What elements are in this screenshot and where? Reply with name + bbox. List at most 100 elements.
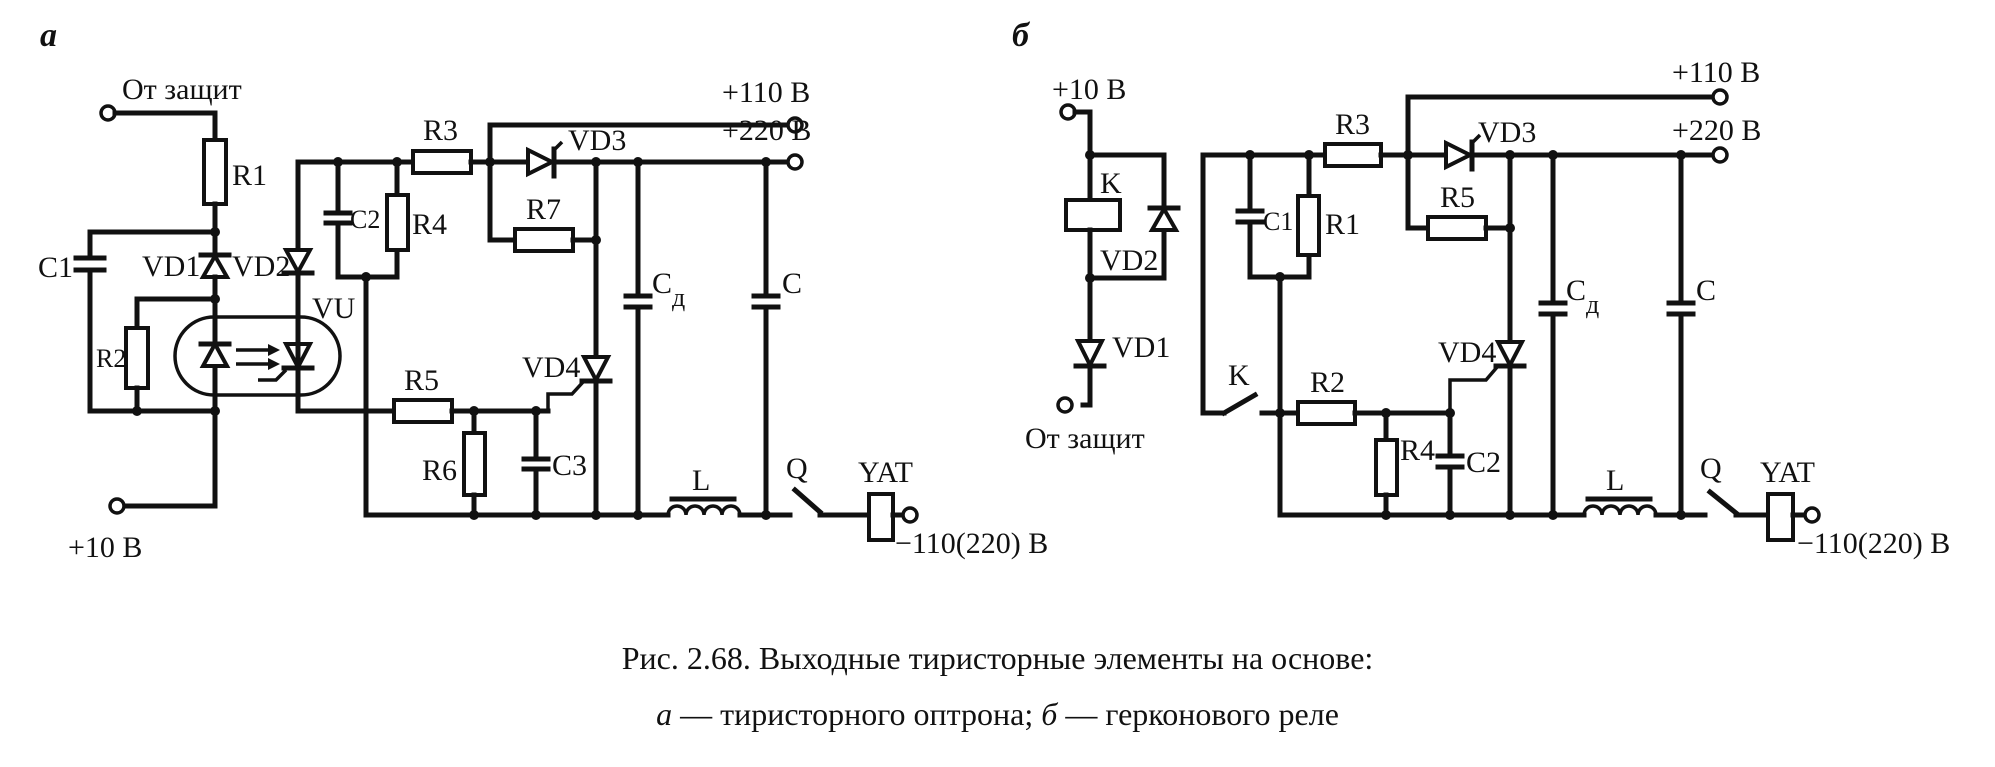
panel-a-r1-label: R1 xyxy=(232,159,267,192)
panel-a-vu-led xyxy=(199,339,231,368)
caption-b-marker: б xyxy=(1041,696,1058,732)
junction xyxy=(132,406,142,416)
panel-a-vd1 xyxy=(199,251,231,279)
junction xyxy=(1275,408,1285,418)
panel-b-r1 xyxy=(1296,194,1321,257)
panel-a: а От защит R1 C1 VD1 R2 xyxy=(38,17,1048,564)
wire xyxy=(295,159,416,414)
panel-b-c-label: C xyxy=(1696,274,1716,307)
panel-b-switch-q xyxy=(1706,488,1740,517)
panel-b-reed-contact-k xyxy=(1220,391,1259,417)
wire xyxy=(487,159,518,243)
panel-a-vd4 xyxy=(580,355,612,385)
panel-a-c-label: C xyxy=(782,267,802,300)
panel-b-vd3-label: VD3 xyxy=(1478,116,1536,149)
junction xyxy=(1548,510,1558,520)
panel-a-supply-terminal xyxy=(108,497,126,515)
wire xyxy=(87,229,218,260)
panel-b-vd4-label: VD4 xyxy=(1438,336,1496,369)
wire xyxy=(487,122,791,165)
wire xyxy=(121,408,218,509)
wire xyxy=(1072,109,1093,203)
wire xyxy=(1405,152,1431,231)
panel-b-trip-label: −110(220) В xyxy=(1797,527,1950,560)
caption-a-marker: а xyxy=(656,696,673,732)
panel-a-r4 xyxy=(385,193,410,252)
panel-b-vd2 xyxy=(1148,204,1180,232)
junction xyxy=(1445,510,1455,520)
panel-a-vd3-label: VD3 xyxy=(568,124,626,157)
panel-b-vd4 xyxy=(1494,340,1526,370)
panel-b-trip-terminal xyxy=(1803,506,1821,524)
panel-b-vd3-gate xyxy=(1470,133,1482,145)
junction xyxy=(1676,510,1686,520)
wire xyxy=(134,296,218,331)
wire xyxy=(1080,363,1093,408)
panel-a-trip-terminal xyxy=(901,506,919,524)
panel-b-inductor-l xyxy=(1582,504,1658,516)
panel-b-trip-coil-yat xyxy=(1766,492,1795,542)
panel-a-r2 xyxy=(124,326,150,390)
panel-a-vd1-label: VD1 xyxy=(142,250,200,283)
panel-b-r5 xyxy=(1426,215,1488,241)
junction xyxy=(1505,510,1515,520)
junction xyxy=(531,510,541,520)
panel-a-trip-coil-yat xyxy=(867,492,895,542)
panel-a-r7 xyxy=(513,227,575,253)
wire xyxy=(87,268,218,414)
panel-b-q-label: Q xyxy=(1700,452,1722,485)
panel-a-vd2 xyxy=(282,248,314,277)
panel-b-l-label: L xyxy=(1606,464,1624,497)
panel-a-vd3-gate xyxy=(552,140,564,152)
wire xyxy=(1405,94,1716,158)
panel-a-r6 xyxy=(462,431,487,497)
panel-b-r4 xyxy=(1374,438,1399,497)
caption-a-text: — тиристорного оптрона; xyxy=(672,696,1042,732)
panel-b-r3-label: R3 xyxy=(1335,108,1370,141)
panel-b-input-terminal xyxy=(1056,396,1074,414)
panel-b-vd2-label: VD2 xyxy=(1100,244,1158,277)
panel-b-yat-label: YAT xyxy=(1760,456,1815,489)
panel-a-trip-label: −110(220) В xyxy=(895,527,1048,560)
junction xyxy=(1381,510,1391,520)
panel-a-label: а xyxy=(40,17,57,54)
panel-b-r1-label: R1 xyxy=(1325,208,1360,241)
panel-a-vu-label: VU xyxy=(312,292,356,325)
panel-b-cd-subscript: д xyxy=(1586,290,1599,319)
panel-b-cd-label: C xyxy=(1566,274,1586,307)
panel-a-vd4-gate xyxy=(546,379,586,411)
panel-a-r4-label: R4 xyxy=(412,208,447,241)
panel-a-r5-label: R5 xyxy=(404,364,439,397)
panel-a-supply-label: +10 В xyxy=(68,531,142,564)
caption-b-text: — герконового реле xyxy=(1057,696,1339,732)
figure-caption-line-1: Рис. 2.68. Выходные тиристорные элементы… xyxy=(621,640,1374,676)
panel-b-110v-label: +110 В xyxy=(1672,56,1760,89)
panel-a-220v-terminal xyxy=(786,153,804,171)
panel-b-r2-label: R2 xyxy=(1310,366,1345,399)
junction xyxy=(469,510,479,520)
panel-b-r2 xyxy=(1296,400,1357,426)
panel-a-r3 xyxy=(411,149,473,175)
panel-b-220v-label: +220 В xyxy=(1672,114,1761,147)
panel-b-supply-label: +10 В xyxy=(1052,73,1126,106)
panel-a-r6-label: R6 xyxy=(422,454,457,487)
panel-a-110v-terminal xyxy=(786,116,804,134)
panel-b-k-coil-label: K xyxy=(1100,167,1122,200)
panel-a-switch-q xyxy=(791,486,824,516)
panel-a-r5 xyxy=(392,398,454,424)
panel-a-yat-label: YAT xyxy=(858,456,913,489)
panel-a-r7-label: R7 xyxy=(526,193,561,226)
panel-b-r3 xyxy=(1323,142,1383,168)
panel-b-vd4-gate xyxy=(1448,364,1500,413)
figure-caption-line-2: а — тиристорного оптрона; б — герконовог… xyxy=(0,696,1995,733)
panel-b-r5-label: R5 xyxy=(1440,181,1475,214)
panel-b-relay-coil-k xyxy=(1064,198,1122,232)
panel-a-l-label: L xyxy=(692,464,710,497)
panel-a-110v-label: +110 В xyxy=(722,76,810,109)
panel-b-110v-terminal xyxy=(1711,88,1729,106)
panel-a-inductor-l xyxy=(666,504,742,516)
panel-b-c1-label: C1 xyxy=(1263,207,1293,236)
panel-b-r4-label: R4 xyxy=(1400,434,1435,467)
panel-b-label: б xyxy=(1012,17,1031,54)
